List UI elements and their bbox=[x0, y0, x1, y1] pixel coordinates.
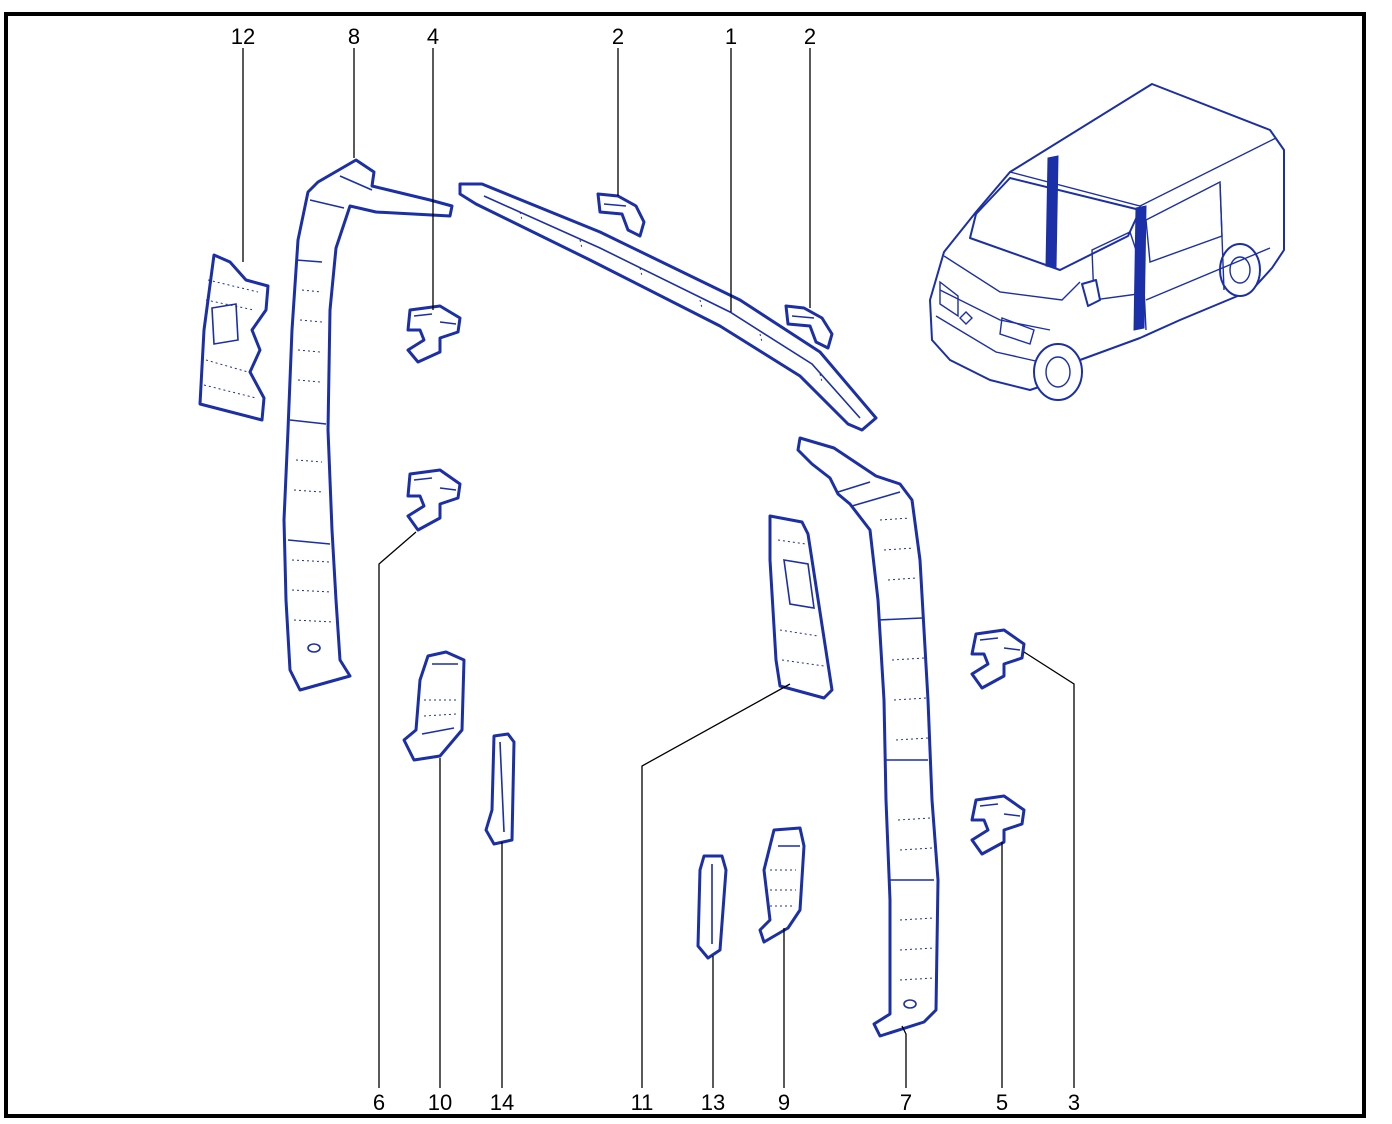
part-5 bbox=[970, 794, 1026, 856]
part-11 bbox=[768, 514, 834, 700]
van-illustration bbox=[929, 83, 1285, 401]
label-3: 3 bbox=[1068, 1090, 1080, 1115]
part-12 bbox=[198, 253, 270, 422]
label-4: 4 bbox=[427, 24, 439, 49]
label-2-left: 2 bbox=[612, 24, 624, 49]
border bbox=[4, 12, 1366, 1118]
label-5: 5 bbox=[996, 1090, 1008, 1115]
label-10: 10 bbox=[428, 1090, 452, 1115]
labels-bottom: 6 10 14 11 13 9 7 5 3 bbox=[373, 1090, 1080, 1115]
part-14 bbox=[484, 732, 516, 846]
label-6: 6 bbox=[373, 1090, 385, 1115]
part-10 bbox=[402, 650, 466, 762]
label-8: 8 bbox=[348, 24, 360, 49]
part-1 bbox=[458, 182, 878, 432]
labels-top: 12 8 4 2 1 2 bbox=[231, 24, 816, 49]
part-4 bbox=[406, 304, 462, 364]
part-7 bbox=[796, 436, 940, 1038]
label-7: 7 bbox=[900, 1090, 912, 1115]
part-13 bbox=[696, 854, 728, 960]
leader-lines-bottom bbox=[378, 531, 1075, 1088]
label-1: 1 bbox=[725, 24, 737, 49]
part-6 bbox=[406, 468, 462, 532]
label-2-right: 2 bbox=[804, 24, 816, 49]
label-11: 11 bbox=[631, 1090, 654, 1115]
label-14: 14 bbox=[490, 1090, 514, 1115]
part-9 bbox=[758, 826, 806, 944]
label-13: 13 bbox=[701, 1090, 725, 1115]
part-3 bbox=[970, 628, 1026, 690]
label-12: 12 bbox=[231, 24, 255, 49]
label-9: 9 bbox=[778, 1090, 790, 1115]
part-2-right bbox=[784, 304, 834, 350]
leader-lines-top bbox=[242, 48, 811, 312]
part-8 bbox=[282, 158, 454, 692]
part-2-left bbox=[596, 192, 646, 238]
